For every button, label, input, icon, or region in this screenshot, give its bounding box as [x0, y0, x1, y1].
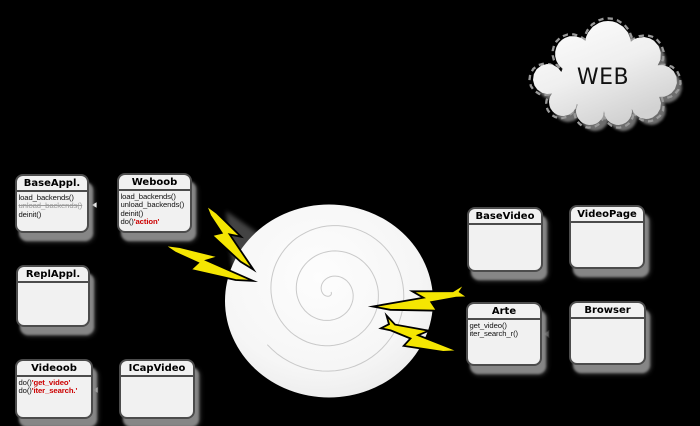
bolt-lower-right-icon [378, 312, 463, 353]
class-title-replappl: ReplAppl. [18, 267, 88, 283]
method-call: do() [18, 386, 32, 396]
method-line: load_backends() [120, 192, 176, 201]
method-line: do()'action' [120, 216, 189, 226]
bolt-lower-left-icon [160, 243, 259, 283]
method-line: do()'get_video' [18, 378, 90, 387]
bolt-upper-left-icon [203, 202, 257, 273]
class-methods-baseappl: load_backends() unload_backends() deinit… [17, 192, 87, 219]
method-line: unload_backends() [120, 200, 185, 210]
method-arg: 'action' [133, 216, 160, 226]
method-line: load_backends() [18, 193, 74, 202]
spiral-hub [225, 204, 433, 398]
class-methods-videoob: do()'get_video' do()'iter_search.' [17, 377, 91, 396]
method-arg: 'get_video' [31, 378, 71, 387]
spiral-curve [266, 225, 405, 372]
class-methods-videopage [571, 223, 643, 225]
lightning-bolts [160, 202, 471, 353]
method-call: do() [120, 216, 134, 226]
class-title-baseappl: BaseAppl. [17, 176, 87, 192]
class-box-replappl: ReplAppl. [16, 265, 90, 327]
class-methods-basevideo [469, 225, 541, 227]
class-methods-replappl [18, 283, 88, 285]
class-box-weboob: Weboob load_backends() unload_backends()… [117, 173, 192, 233]
class-methods-browser [571, 319, 644, 321]
class-title-basevideo: BaseVideo [469, 209, 541, 225]
web-label: WEB [577, 65, 629, 90]
class-box-icapvideo: ICapVideo [119, 359, 195, 419]
method-line: deinit() [18, 209, 42, 219]
method-line: deinit() [120, 208, 144, 218]
cloud-shape [533, 21, 677, 125]
class-box-basevideo: BaseVideo [467, 207, 543, 272]
class-methods-arte: get_video() iter_search_r() [468, 320, 540, 339]
class-title-browser: Browser [571, 303, 644, 319]
method-line: get_video() [469, 321, 507, 330]
arrowhead-weboob-baseappl [90, 200, 98, 210]
class-box-videopage: VideoPage [569, 205, 645, 269]
class-title-arte: Arte [468, 304, 540, 320]
method-line: do()'iter_search.' [19, 387, 90, 395]
class-methods-weboob: load_backends() unload_backends() deinit… [119, 191, 190, 226]
class-methods-icapvideo [121, 377, 193, 379]
web-cloud: WEB [528, 17, 682, 131]
class-title-videoob: Videoob [17, 361, 91, 377]
class-box-videoob: Videoob do()'get_video' do()'iter_search… [15, 359, 93, 419]
relation-arrowheads [90, 200, 550, 395]
class-title-weboob: Weboob [119, 175, 190, 191]
class-box-baseappl: BaseAppl. load_backends() unload_backend… [15, 174, 89, 233]
cloud-dashed-outline [528, 17, 682, 129]
method-line: iter_search_r() [469, 329, 519, 339]
arrowhead-icapvideo-videoob [91, 385, 99, 395]
method-call: do() [18, 378, 32, 387]
class-box-browser: Browser [569, 301, 646, 365]
arrowhead-arte-right [542, 329, 550, 339]
method-line: unload_backends() [18, 201, 83, 211]
class-title-videopage: VideoPage [571, 207, 643, 223]
class-title-icapvideo: ICapVideo [121, 361, 193, 377]
bolt-upper-right-icon [367, 280, 471, 312]
class-box-arte: Arte get_video() iter_search_r() [466, 302, 542, 366]
method-arg: 'iter_search.' [31, 386, 78, 396]
